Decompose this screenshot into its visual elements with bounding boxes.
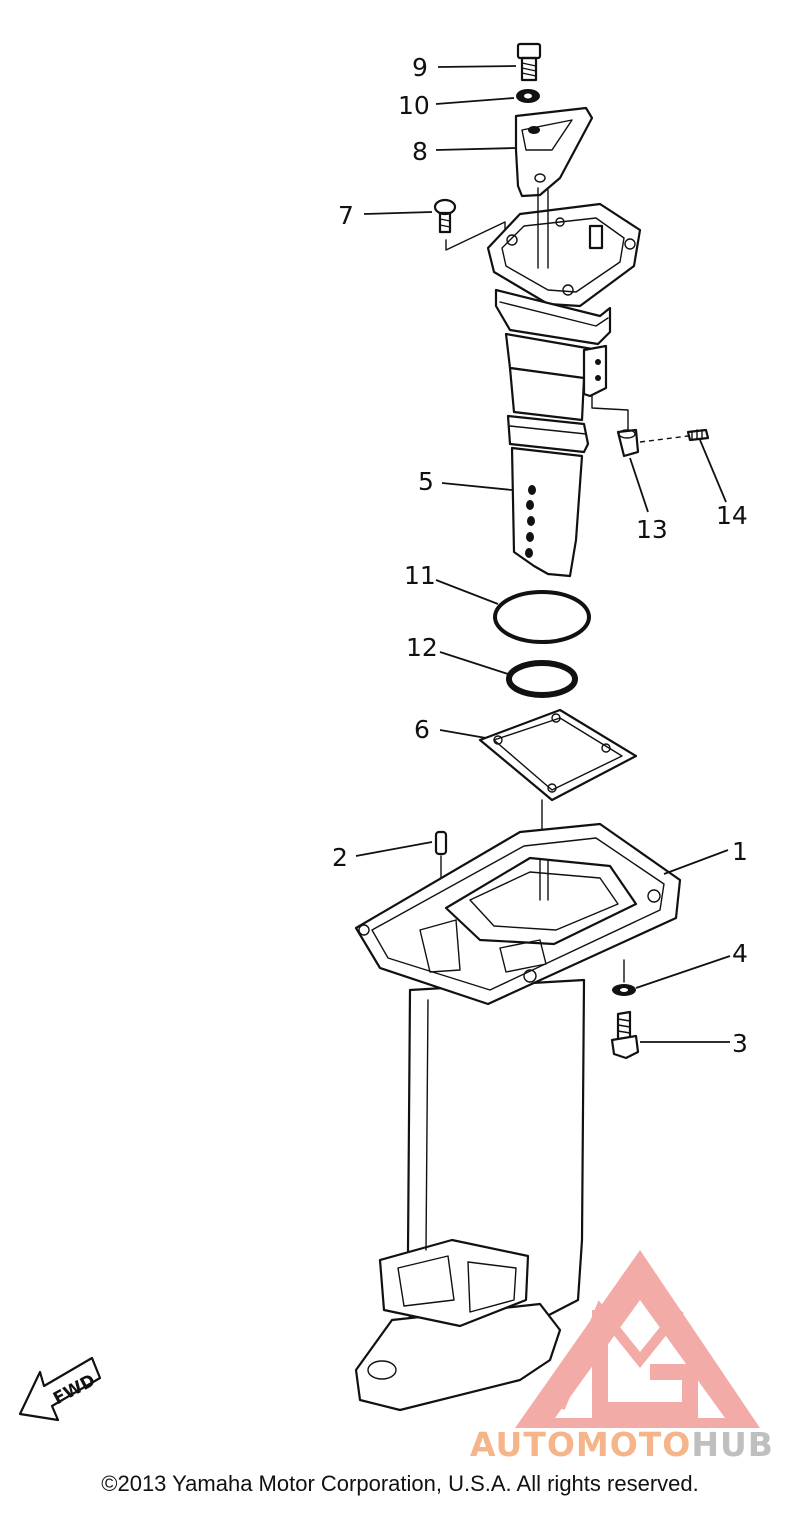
callout-1: 1 — [732, 837, 748, 866]
part-11-o-ring — [493, 590, 591, 644]
callout-labels: 9 10 8 7 5 13 14 11 12 6 2 1 4 3 — [332, 53, 748, 1058]
part-9-bolt — [516, 42, 542, 82]
part-5-upper-casing — [486, 187, 642, 578]
part-10-washer — [516, 89, 540, 103]
callout-8: 8 — [412, 137, 428, 166]
watermark-logo — [515, 1250, 760, 1428]
part-14-screw — [686, 428, 710, 442]
callout-5: 5 — [418, 467, 434, 496]
watermark-text-part1: AUTOMOTO — [470, 1425, 691, 1464]
callout-14: 14 — [716, 501, 748, 530]
watermark-m-stroke — [555, 1300, 684, 1410]
part-13-collar — [616, 428, 640, 458]
callout-3: 3 — [732, 1029, 748, 1058]
callout-6: 6 — [414, 715, 430, 744]
part-6-gasket — [478, 708, 638, 841]
watermark-text-part2: HUB — [691, 1425, 774, 1464]
part-12-o-ring — [506, 660, 578, 698]
part-4-washer — [612, 984, 636, 996]
callout-11: 11 — [404, 561, 436, 590]
watermark-text: AUTOMOTOHUB — [470, 1425, 774, 1464]
callout-4: 4 — [732, 939, 748, 968]
part-1-upper-casing — [354, 822, 682, 1412]
callout-9: 9 — [412, 53, 428, 82]
callout-13: 13 — [636, 515, 668, 544]
callout-7: 7 — [338, 201, 354, 230]
copyright-notice: ©2013 Yamaha Motor Corporation, U.S.A. A… — [101, 1471, 699, 1496]
callout-12: 12 — [406, 633, 438, 662]
part-3-bolt — [610, 1010, 640, 1060]
callout-10: 10 — [398, 91, 430, 120]
callout-2: 2 — [332, 843, 348, 872]
leader-lines — [355, 65, 731, 1043]
part-8-bracket — [514, 106, 594, 198]
watermark-g-stroke — [592, 1310, 698, 1418]
fwd-arrow-icon: FWD — [18, 1356, 102, 1422]
part-14-axis-line — [639, 435, 689, 443]
